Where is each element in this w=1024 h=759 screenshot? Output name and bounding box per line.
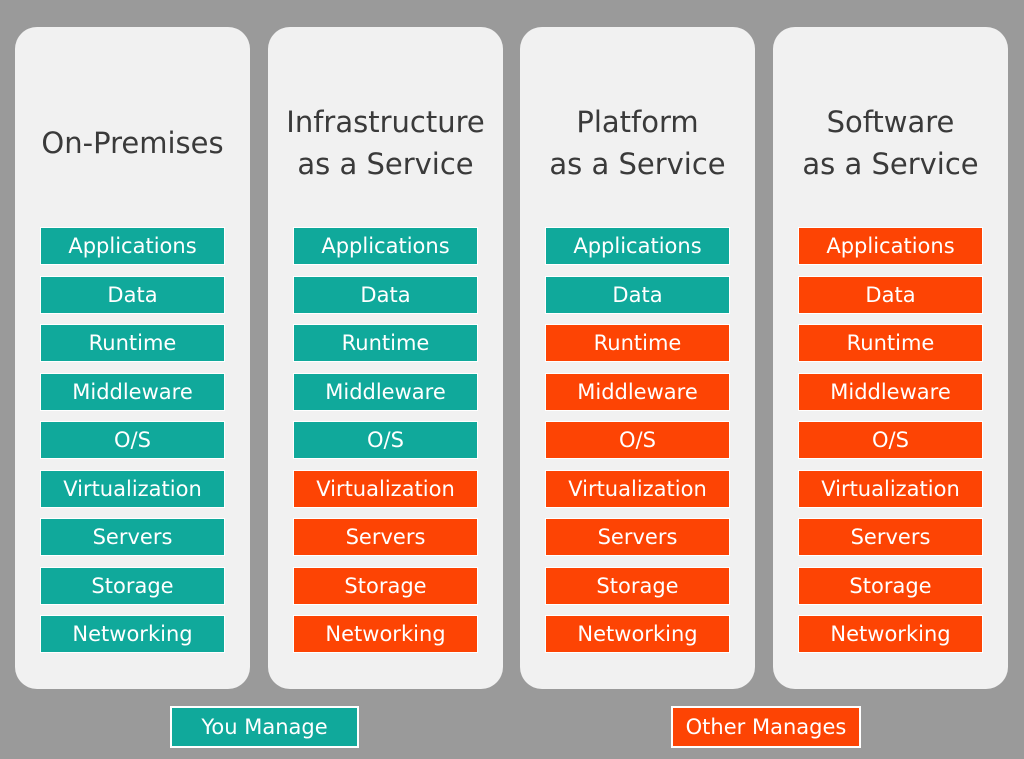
layer-storage: Storage (798, 567, 983, 605)
layer-virtualization: Virtualization (40, 470, 225, 508)
layer-data: Data (40, 276, 225, 314)
layer-storage: Storage (545, 567, 730, 605)
layer-applications: Applications (798, 227, 983, 265)
layer-data: Data (293, 276, 478, 314)
column-title: Infrastructure as a Service (286, 105, 485, 181)
layer-networking: Networking (545, 615, 730, 653)
column-iaas: Infrastructure as a Service Applications… (268, 27, 503, 689)
layer-applications: Applications (545, 227, 730, 265)
layer-networking: Networking (798, 615, 983, 653)
legend-you-manage: You Manage (170, 706, 359, 748)
layer-runtime: Runtime (40, 324, 225, 362)
column-title: Software as a Service (802, 105, 979, 181)
layer-o-s: O/S (293, 421, 478, 459)
layer-runtime: Runtime (293, 324, 478, 362)
layer-o-s: O/S (798, 421, 983, 459)
legend-other-manages: Other Manages (671, 706, 861, 748)
layer-o-s: O/S (40, 421, 225, 459)
layer-servers: Servers (293, 518, 478, 556)
layer-middleware: Middleware (798, 373, 983, 411)
column-title: On-Premises (41, 126, 224, 160)
layer-servers: Servers (798, 518, 983, 556)
column-title: Platform as a Service (549, 105, 726, 181)
layer-applications: Applications (293, 227, 478, 265)
layer-applications: Applications (40, 227, 225, 265)
layer-storage: Storage (40, 567, 225, 605)
layer-middleware: Middleware (40, 373, 225, 411)
layer-virtualization: Virtualization (545, 470, 730, 508)
layer-runtime: Runtime (798, 324, 983, 362)
layer-middleware: Middleware (545, 373, 730, 411)
layer-virtualization: Virtualization (293, 470, 478, 508)
layer-servers: Servers (545, 518, 730, 556)
layer-storage: Storage (293, 567, 478, 605)
layer-networking: Networking (293, 615, 478, 653)
layer-o-s: O/S (545, 421, 730, 459)
layer-data: Data (798, 276, 983, 314)
layer-networking: Networking (40, 615, 225, 653)
layer-servers: Servers (40, 518, 225, 556)
layer-data: Data (545, 276, 730, 314)
layer-runtime: Runtime (545, 324, 730, 362)
layer-virtualization: Virtualization (798, 470, 983, 508)
layer-middleware: Middleware (293, 373, 478, 411)
